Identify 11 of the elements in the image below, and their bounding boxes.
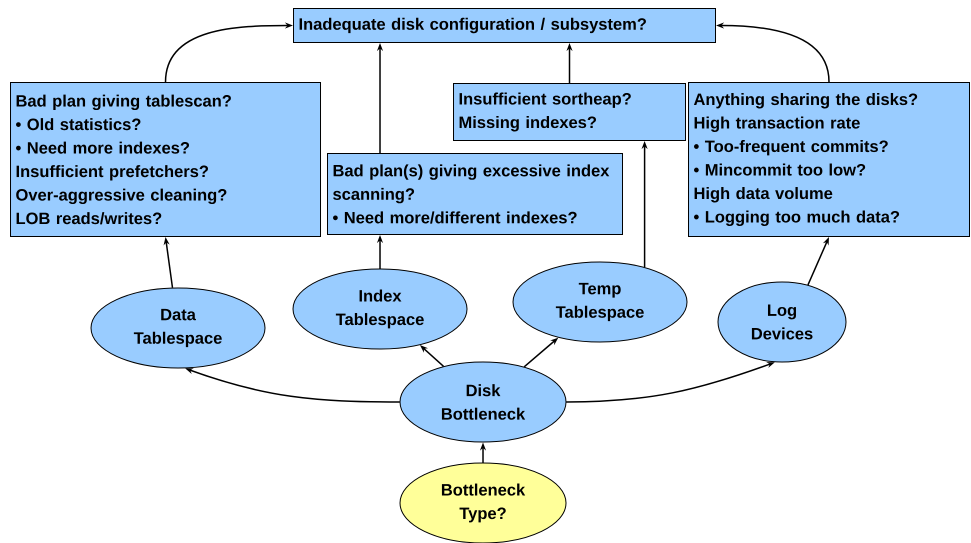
- ellipse-node: Temp Tablespace: [512, 262, 688, 342]
- question-box: Insufficient sortheap? Missing indexes?: [453, 83, 686, 141]
- question-box: Bad plan(s) giving excessive index scanning? • Need more/different indexes?: [327, 153, 623, 235]
- ellipse-node: Log Devices: [718, 282, 846, 362]
- ellipse-node: Index Tablespace: [292, 268, 468, 350]
- question-box: Bad plan giving tablescan? • Old statistics? • Need more indexes? Insufficient prefetchers? Over-aggressive cleaning? LOB reads/writes?: [10, 82, 321, 237]
- ellipse-node: Data Tablespace: [90, 287, 266, 368]
- question-box: Anything sharing the disks? High transaction rate • Too-frequent commits? • Mincommit too low? High data volume • Logging too much data?: [688, 82, 970, 237]
- ellipse-node: Disk Bottleneck: [400, 361, 566, 442]
- ellipse-node: Bottleneck Type?: [400, 462, 566, 543]
- question-box: Inadequate disk configuration / subsystem?: [293, 8, 716, 43]
